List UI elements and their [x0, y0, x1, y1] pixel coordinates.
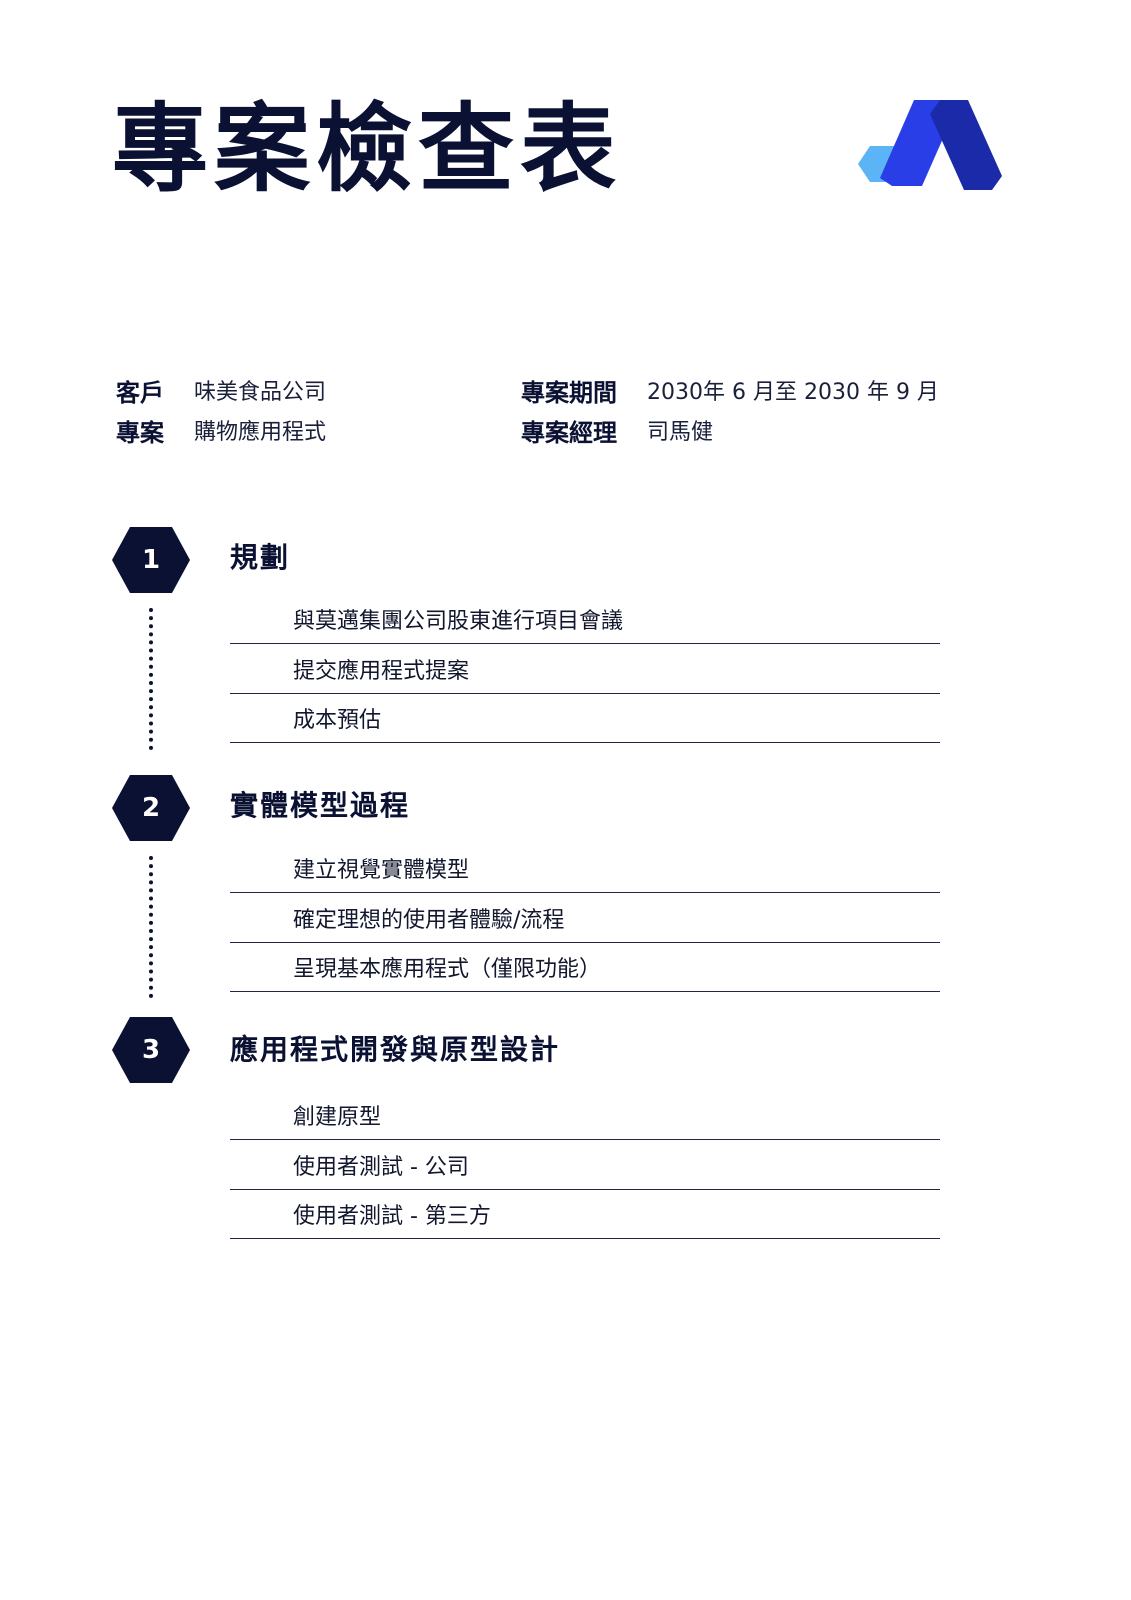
task-label: 使用者測試 - 公司 [293, 1155, 469, 1180]
task-item: 與莫邁集團公司股東進行項目會議 [230, 594, 940, 644]
step-2-number: 2 [141, 793, 161, 823]
project-value: 購物應用程式 [194, 420, 327, 445]
project-label: 專案 [116, 418, 164, 447]
client-value: 味美食品公司 [194, 380, 327, 405]
task-label: 提交應用程式提案 [293, 659, 470, 684]
step-1-connector [149, 608, 157, 750]
page-title: 專案檢查表 [112, 93, 622, 205]
task-label: 使用者測試 - 第三方 [293, 1204, 491, 1229]
logo-dark-stripe [930, 100, 1002, 190]
task-item: 創建原型 [230, 1090, 940, 1140]
step-2-connector [149, 856, 157, 998]
section-2-title: 實體模型過程 [230, 789, 411, 822]
meta-right-block: 專案期間 2030年 6 月至 2030 年 9 月 專案經理 司馬健 [521, 370, 939, 450]
task-label: 成本預估 [293, 708, 382, 733]
task-item: 使用者測試 - 第三方 [230, 1189, 940, 1239]
step-3-hexagon-icon [112, 1017, 190, 1083]
client-label: 客戶 [116, 378, 164, 407]
task-label: 確定理想的使用者體驗/流程 [293, 908, 565, 933]
task-label: 建立視覺實體模型 [293, 858, 470, 883]
section-3-title: 應用程式開發與原型設計 [230, 1033, 561, 1066]
period-label: 專案期間 [521, 378, 617, 407]
client-row: 客戶 味美食品公司 [116, 370, 326, 410]
company-logo-icon [858, 100, 1002, 190]
manager-row: 專案經理 司馬健 [521, 410, 939, 450]
step-1-hexagon-icon [112, 527, 190, 593]
step-2-hexagon-icon [112, 775, 190, 841]
step-3-number: 3 [141, 1035, 161, 1065]
task-item: 提交應用程式提案 [230, 644, 940, 694]
task-item: 呈現基本應用程式（僅限功能） [230, 942, 940, 992]
manager-value: 司馬健 [647, 420, 714, 445]
task-item: 成本預估 [230, 693, 940, 743]
task-label: 創建原型 [293, 1105, 382, 1130]
period-row: 專案期間 2030年 6 月至 2030 年 9 月 [521, 370, 939, 410]
meta-left-block: 客戶 味美食品公司 專案 購物應用程式 [116, 370, 326, 450]
period-value: 2030年 6 月至 2030 年 9 月 [647, 380, 939, 405]
task-item: 使用者測試 - 公司 [230, 1140, 940, 1190]
project-row: 專案 購物應用程式 [116, 410, 326, 450]
manager-label: 專案經理 [521, 418, 617, 447]
step-1-number: 1 [141, 545, 161, 575]
section-1-title: 規劃 [230, 541, 291, 574]
task-item: 確定理想的使用者體驗/流程 [230, 893, 940, 943]
task-label: 與莫邁集團公司股東進行項目會議 [293, 609, 624, 634]
task-label: 呈現基本應用程式（僅限功能） [293, 957, 602, 982]
task-item: 建立視覺實體模型 [230, 843, 940, 893]
